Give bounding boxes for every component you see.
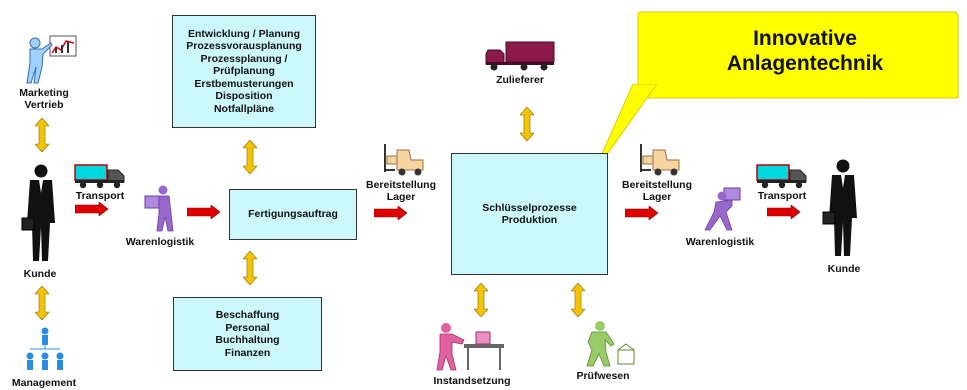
bereitstellung-right-2: Lager: [642, 191, 672, 203]
planning-line-2: Prozessvorausplanung: [186, 40, 302, 53]
supplier-label: Zulieferer: [496, 74, 544, 86]
carrier-right-icon: [704, 187, 741, 231]
callout-line-2: Anlagentechnik: [726, 52, 884, 75]
link-arrow-inspection: [571, 283, 585, 317]
forklift-right-icon: [640, 144, 680, 176]
truck-left-icon: [74, 164, 125, 189]
management-label: Management: [11, 377, 77, 389]
link-arrow-supplier: [520, 107, 534, 141]
link-arrow-management: [35, 286, 49, 320]
planning-line-1: Entwicklung / Planung: [187, 27, 300, 40]
link-arrow-maintenance: [474, 283, 488, 317]
procurement-line-3: Buchhaltung: [215, 334, 280, 346]
link-arrow-procurement: [243, 251, 257, 285]
inspector-icon: [586, 321, 635, 367]
link-arrow-marketing: [35, 118, 49, 152]
maintenance-label: Instandsetzung: [433, 375, 511, 387]
transport-left-label: Transport: [75, 190, 125, 202]
flow-arrow-3: [374, 206, 408, 220]
callout-line-1: Innovative: [753, 27, 857, 50]
callout-bubble: [637, 11, 959, 99]
planning-line-5: Erstbemusterungen: [194, 77, 294, 90]
inspection-label: Prüfwesen: [576, 370, 630, 382]
flow-arrow-2: [187, 205, 221, 219]
presenter-icon: [26, 35, 77, 84]
org-chart-icon: [26, 327, 64, 370]
planning-box: Entwicklung / Planung Prozessvorausplanu…: [172, 15, 316, 128]
flow-arrow-1: [75, 202, 109, 216]
bereitstellung-left-2: Lager: [386, 191, 416, 203]
marketing-label: Marketing Vertrieb: [14, 87, 74, 111]
procurement-line-2: Personal: [225, 321, 270, 334]
link-arrow-planning: [243, 140, 257, 174]
carrier-left-icon: [144, 185, 174, 232]
procurement-box: Beschaffung Personal Buchhaltung Finanze…: [173, 297, 322, 371]
flow-arrow-5: [767, 205, 801, 219]
maintenance-worker-icon: [436, 323, 504, 371]
forklift-left-icon: [384, 144, 424, 176]
procurement-line-1: Beschaffung: [215, 309, 280, 321]
procurement-line-4: Finanzen: [224, 346, 271, 359]
core-process-box: Schlüsselprozesse Produktion: [451, 153, 608, 275]
bereitstellung-right-label: Bereitstellung Lager: [612, 179, 702, 203]
order-label: Fertigungsauftrag: [248, 208, 338, 221]
truck-right-icon: [756, 164, 807, 189]
bereitstellung-left-1: Bereitstellung: [365, 179, 436, 191]
marketing-label-2: Vertrieb: [24, 99, 64, 111]
bereitstellung-left-label: Bereitstellung Lager: [356, 179, 446, 203]
customer-right-label: Kunde: [827, 263, 861, 275]
order-box: Fertigungsauftrag: [229, 189, 357, 240]
planning-line-3: Prozessplanung /: [200, 52, 288, 65]
planning-line-6: Disposition: [215, 90, 273, 103]
supplier-truck-icon: [485, 41, 555, 71]
core-line-1: Schlüsselprozesse: [482, 201, 577, 214]
marketing-label-1: Marketing: [19, 87, 69, 99]
warenlogistik-left-label: Warenlogistik: [125, 236, 195, 248]
bereitstellung-right-1: Bereitstellung: [621, 179, 692, 191]
callout-text: Innovative Anlagentechnik: [680, 26, 930, 76]
customer-right-icon: [822, 159, 857, 256]
flow-arrow-4: [625, 206, 659, 220]
planning-line-7: Notfallpläne: [213, 102, 275, 115]
callout-pointer: [592, 84, 658, 175]
planning-line-4: Prüfplanung: [213, 65, 275, 78]
transport-right-label: Transport: [757, 190, 807, 202]
customer-left-label: Kunde: [23, 268, 57, 280]
core-line-2: Produktion: [501, 214, 558, 226]
warenlogistik-right-label: Warenlogistik: [685, 236, 755, 248]
customer-left-icon: [21, 164, 55, 261]
